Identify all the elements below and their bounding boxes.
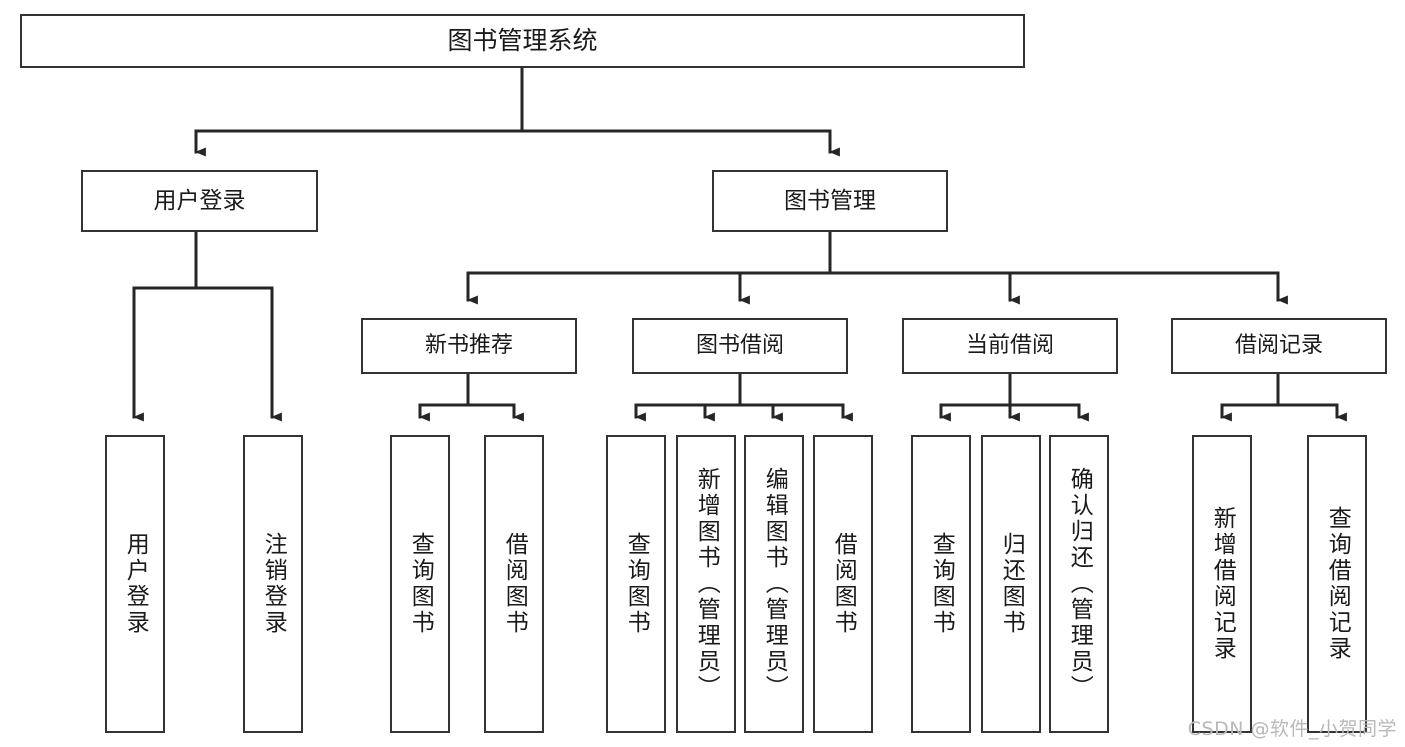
node-leaf-borrow-book-2[interactable]: 借阅图书 xyxy=(813,435,873,733)
node-leaf-add-record-label: 新增借阅记录 xyxy=(1209,506,1236,662)
node-leaf-logout-login[interactable]: 注销登录 xyxy=(243,435,303,733)
node-leaf-user-login-label: 用户登录 xyxy=(122,532,149,636)
node-leaf-add-record[interactable]: 新增借阅记录 xyxy=(1192,435,1252,733)
node-leaf-return-book-label: 归还图书 xyxy=(998,532,1025,636)
node-leaf-edit-book-label: 编辑图书（管理员） xyxy=(761,467,788,701)
node-book-management[interactable]: 图书管理 xyxy=(712,170,948,232)
node-leaf-add-book-label: 新增图书（管理员） xyxy=(693,467,720,701)
node-current-borrow-label: 当前借阅 xyxy=(965,333,1054,359)
node-leaf-query-book-2-label: 查询图书 xyxy=(623,532,650,636)
node-user-login-label: 用户登录 xyxy=(153,187,246,214)
node-leaf-query-book-1-label: 查询图书 xyxy=(407,532,434,636)
node-current-borrow[interactable]: 当前借阅 xyxy=(902,318,1118,374)
node-leaf-add-book[interactable]: 新增图书（管理员） xyxy=(676,435,736,733)
node-new-book-recommend[interactable]: 新书推荐 xyxy=(361,318,577,374)
node-leaf-confirm-return[interactable]: 确认归还（管理员） xyxy=(1049,435,1109,733)
node-new-book-recommend-label: 新书推荐 xyxy=(424,333,513,359)
node-leaf-query-book-2[interactable]: 查询图书 xyxy=(606,435,666,733)
node-leaf-return-book[interactable]: 归还图书 xyxy=(981,435,1041,733)
node-leaf-query-book-3-label: 查询图书 xyxy=(928,532,955,636)
node-book-borrow-label: 图书借阅 xyxy=(695,333,784,359)
node-leaf-logout-login-label: 注销登录 xyxy=(260,532,287,636)
node-leaf-borrow-book-1-label: 借阅图书 xyxy=(501,532,528,636)
node-borrow-record[interactable]: 借阅记录 xyxy=(1171,318,1387,374)
node-leaf-query-book-3[interactable]: 查询图书 xyxy=(911,435,971,733)
node-user-login[interactable]: 用户登录 xyxy=(81,170,318,232)
csdn-watermark: CSDN @软件_小贺同学 xyxy=(1187,718,1397,740)
node-borrow-record-label: 借阅记录 xyxy=(1234,333,1323,359)
node-leaf-borrow-book-2-label: 借阅图书 xyxy=(830,532,857,636)
node-book-management-label: 图书管理 xyxy=(784,187,876,214)
node-leaf-edit-book[interactable]: 编辑图书（管理员） xyxy=(744,435,804,733)
node-leaf-user-login[interactable]: 用户登录 xyxy=(105,435,165,733)
node-leaf-borrow-book-1[interactable]: 借阅图书 xyxy=(484,435,544,733)
node-root-system[interactable]: 图书管理系统 xyxy=(20,14,1025,68)
node-leaf-query-record[interactable]: 查询借阅记录 xyxy=(1307,435,1367,733)
node-root-system-label: 图书管理系统 xyxy=(447,25,598,55)
node-leaf-query-record-label: 查询借阅记录 xyxy=(1324,506,1351,662)
node-leaf-query-book-1[interactable]: 查询图书 xyxy=(390,435,450,733)
node-book-borrow[interactable]: 图书借阅 xyxy=(632,318,848,374)
node-leaf-confirm-return-label: 确认归还（管理员） xyxy=(1066,467,1093,701)
